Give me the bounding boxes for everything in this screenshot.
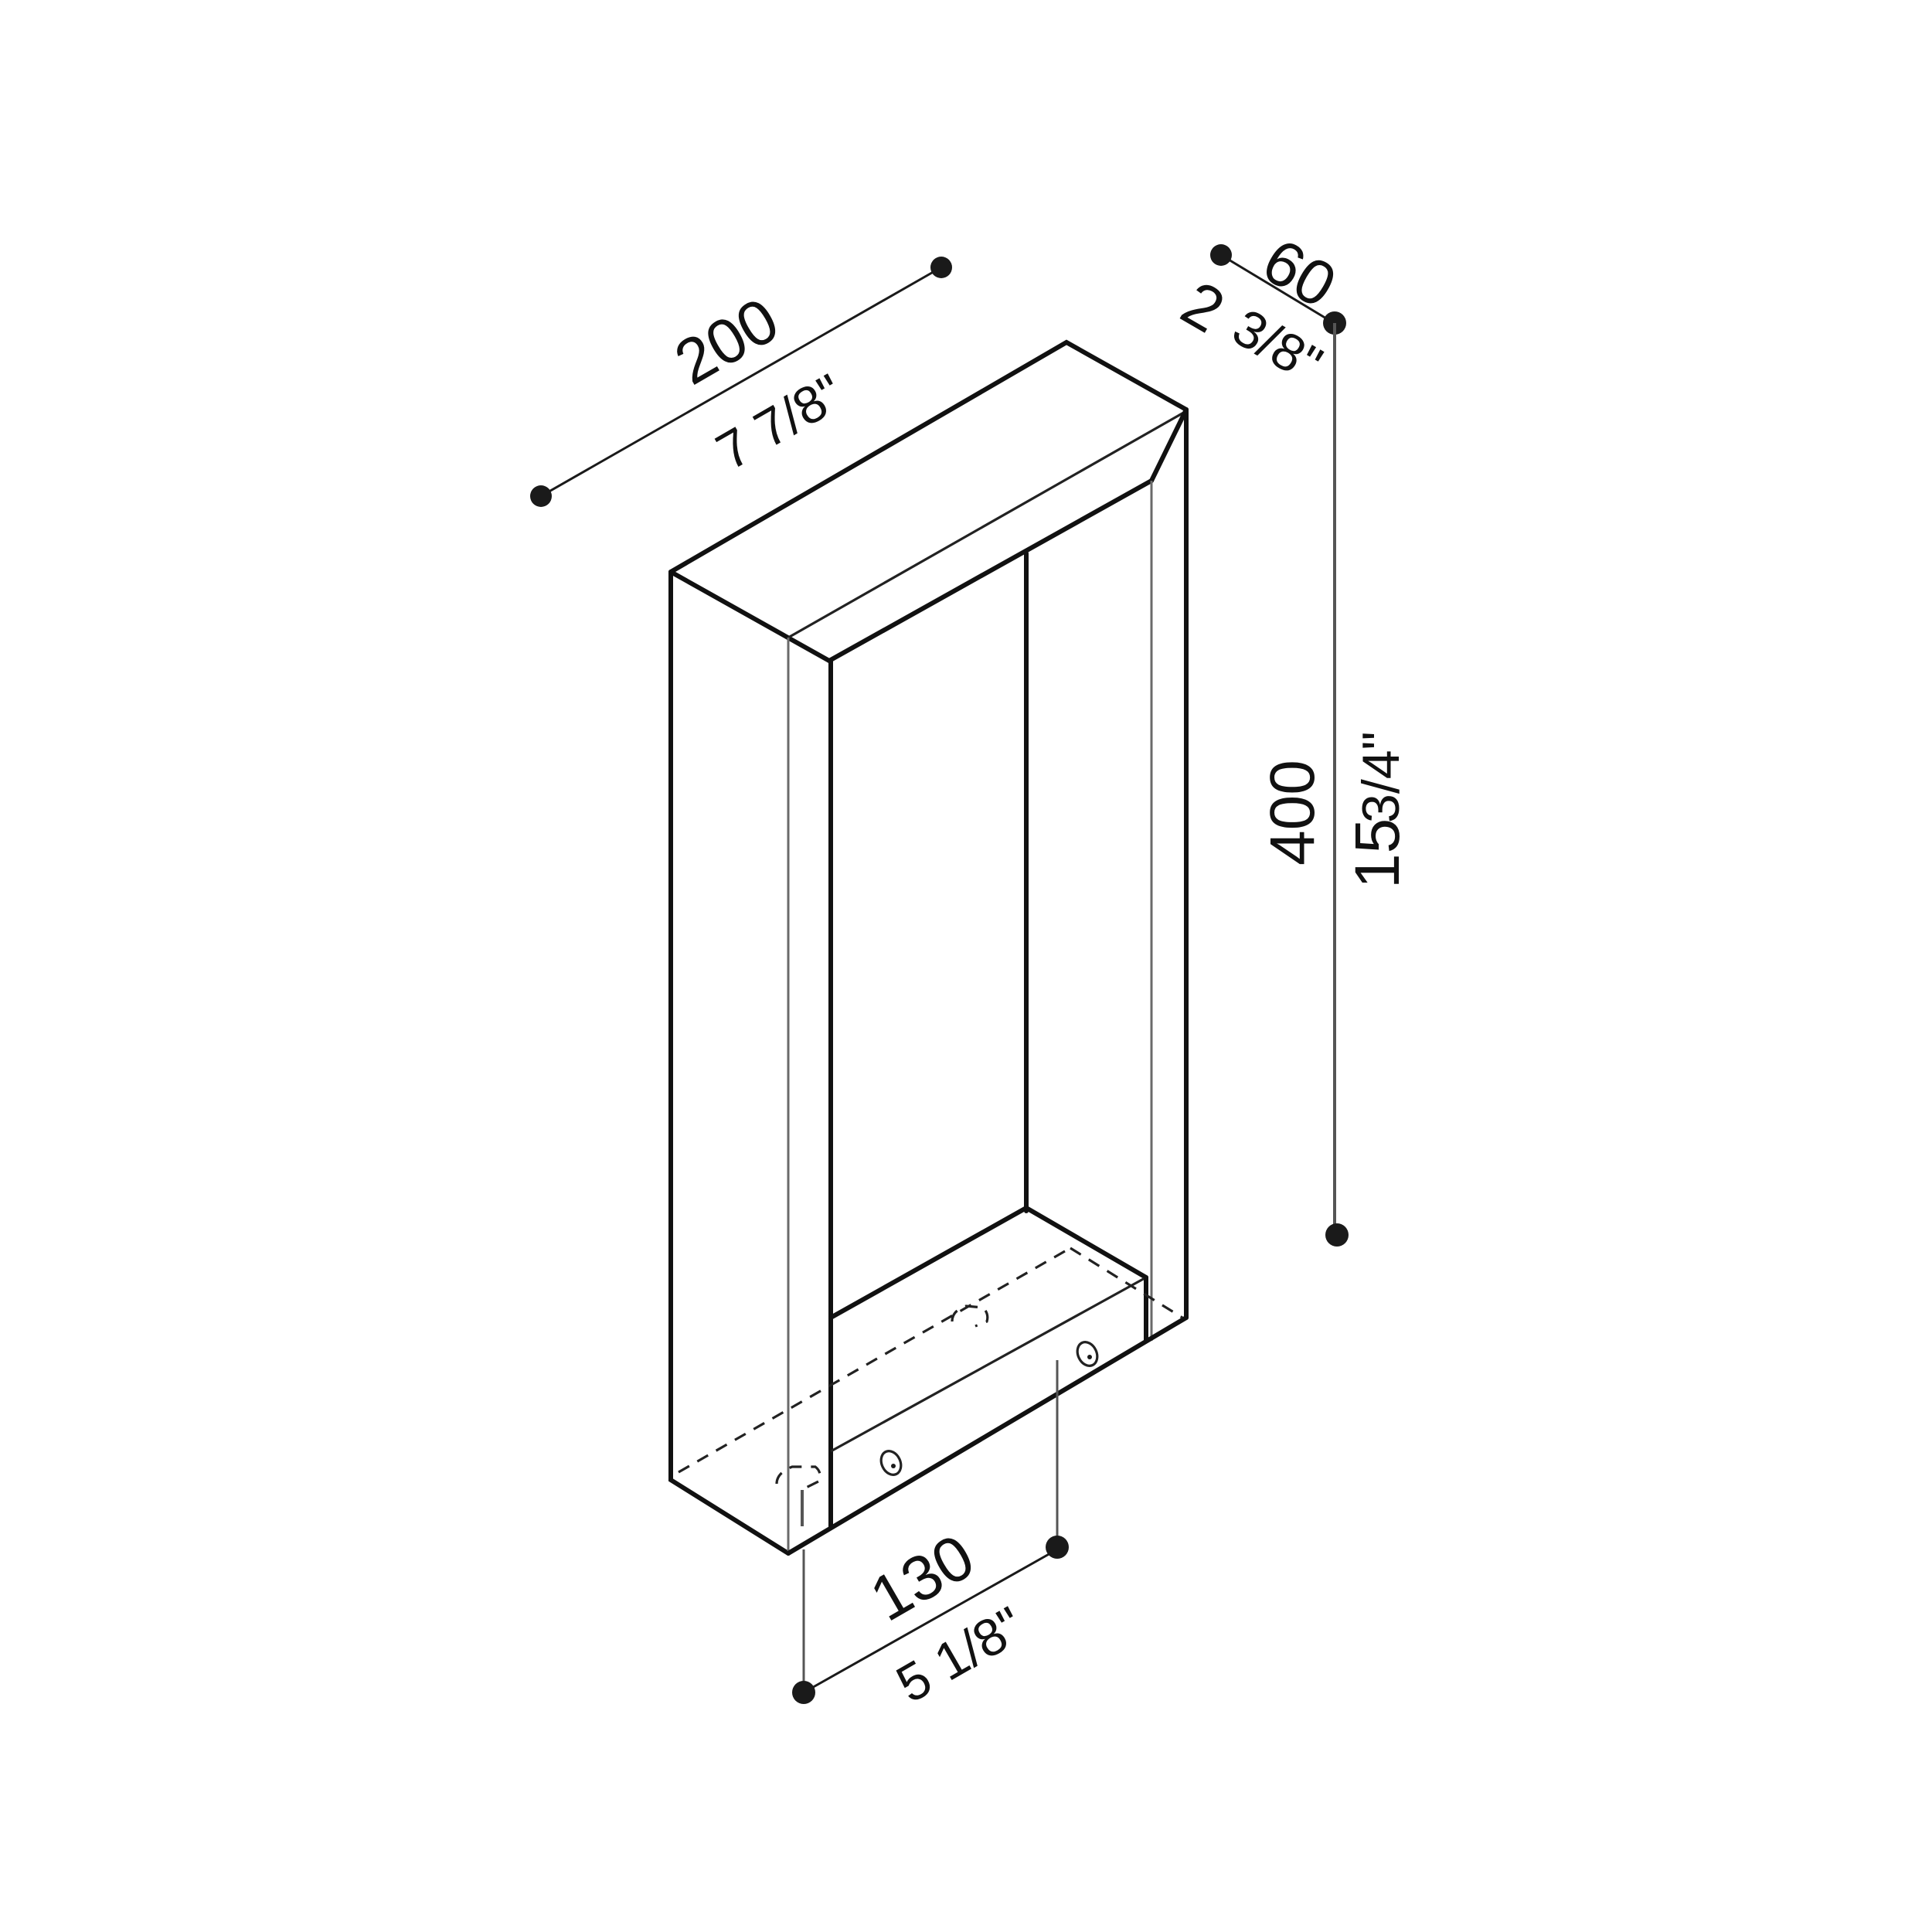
dimension-height: 400 15 3/4" xyxy=(1257,323,1413,1247)
depth-inch-whole-label: 2 xyxy=(1170,268,1236,347)
frame-body xyxy=(668,339,1189,1556)
depth-endpoint-left-icon xyxy=(1210,244,1232,266)
top-front-lower-edge xyxy=(827,478,1154,663)
height-inch-whole-label: 15 xyxy=(1342,818,1413,889)
left-outer-edge xyxy=(668,570,791,1556)
mount-slot-left-icon xyxy=(775,1465,821,1490)
height-mm-label: 400 xyxy=(1257,760,1328,866)
bottom-front-edge xyxy=(786,1315,1189,1556)
depth-dimension-line xyxy=(1220,253,1335,325)
base-top-back-edge xyxy=(828,1206,1029,1320)
screw-right-icon xyxy=(1076,1341,1099,1367)
width-endpoint-left-icon xyxy=(530,485,552,507)
height-endpoint-bottom-icon xyxy=(1325,1223,1349,1247)
width-dimension-line xyxy=(540,266,942,498)
right-chamfer-edge xyxy=(1149,407,1189,483)
height-inch-frac-label: 3/4" xyxy=(1352,731,1410,823)
hidden-right-bottom-line xyxy=(1070,1247,1183,1319)
base-endpoint-left-icon xyxy=(792,1681,815,1704)
hidden-back-bottom-line xyxy=(678,1247,1071,1474)
base-top-right-edge xyxy=(1024,1206,1148,1280)
top-crease-line xyxy=(787,410,1187,639)
dimension-depth: 60 2 3/8" xyxy=(1170,226,1347,395)
top-back-edge xyxy=(668,339,1189,574)
base-endpoint-right-icon xyxy=(1046,1536,1069,1559)
mount-slot-right-icon xyxy=(951,1304,989,1328)
dimension-width: 200 7 7/8" xyxy=(530,257,952,507)
top-left-front-edge xyxy=(668,570,832,663)
base-front-upper-line xyxy=(830,1276,1147,1453)
base-dimension-line xyxy=(803,1548,1058,1694)
screw-left-icon xyxy=(879,1450,903,1476)
width-mm-label: 200 xyxy=(664,284,791,398)
width-endpoint-right-icon xyxy=(930,257,952,278)
